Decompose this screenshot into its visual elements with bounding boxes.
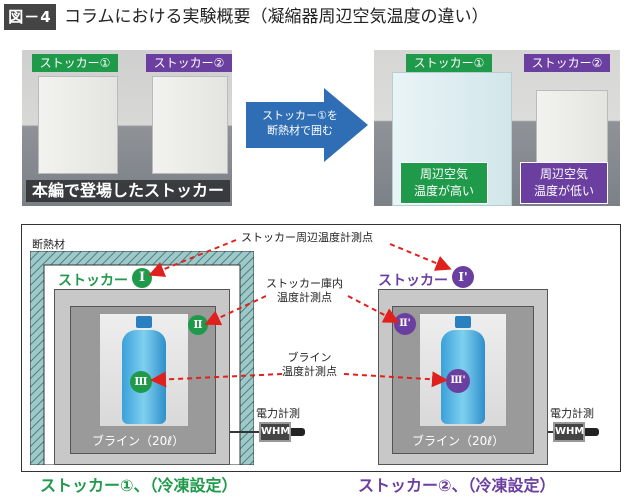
transition-arrow-icon [246, 88, 368, 162]
power-label-left: 電力計測 [256, 407, 300, 420]
ambient-measure-point-label: ストッカー周辺温度計測点 [238, 231, 376, 245]
arrow-text-line2: 断熱材で囲む [267, 124, 333, 137]
badge-I: Ⅰ [132, 268, 152, 288]
schematic-diagram-frame [21, 224, 621, 472]
brine-label-line1: ブライン [287, 351, 332, 364]
interior-label-line1: ストッカー庫内 [266, 277, 343, 290]
power-line-right [548, 431, 554, 433]
arrow-to-badge-II [204, 295, 267, 326]
temp-high-line2: 温度が高い [413, 184, 474, 198]
arrow-to-badge-III-prime [343, 371, 448, 388]
stocker1-name: ストッカー [58, 273, 128, 289]
plug-icon-right [585, 428, 599, 436]
arrow-text-line1: ストッカー①を [262, 109, 338, 122]
arrow-to-badge-I [148, 239, 237, 277]
photo-caption: 本編で登場したストッカー [26, 180, 231, 202]
bottle-cap-icon [136, 316, 152, 328]
brine-measure-point-label: ブライン 温度計測点 [282, 351, 337, 379]
temp-high-line1: 周辺空気 [419, 167, 468, 181]
stocker2-fridge-photo [152, 76, 228, 174]
arrow-to-badge-I-prime [389, 243, 452, 271]
power-line-left [230, 431, 260, 433]
figure-number-label: 図－4 [4, 4, 56, 30]
badge-III-prime: Ⅲ' [446, 369, 470, 393]
badge-III: Ⅲ [130, 371, 152, 393]
stocker2-tag-right: ストッカー② [524, 54, 610, 72]
interior-measure-point-label: ストッカー庫内 温度計測点 [266, 277, 343, 305]
photo-original-stockers: ストッカー① ストッカー② 本編で登場したストッカー [22, 50, 232, 206]
temp-low-line1: 周辺空気 [539, 167, 588, 181]
stocker1-tag-right: ストッカー① [406, 54, 492, 72]
figure-title: コラムにおける実験概要（凝縮器周辺空気温度の違い） [64, 7, 489, 27]
temp-low-line2: 温度が低い [533, 184, 594, 198]
temp-low-label: 周辺空気 温度が低い [520, 162, 608, 204]
stocker2-name: ストッカー [378, 273, 448, 289]
stocker1-brine-bottle-photo [100, 314, 188, 426]
interior-label-line2: 温度計測点 [277, 291, 332, 304]
stocker1-brine-caption: ブライン（20ℓ） [92, 434, 185, 448]
stocker2-tag: ストッカー② [146, 54, 232, 72]
transition-arrow-text: ストッカー①を 断熱材で囲む [252, 108, 348, 138]
stocker1-tag: ストッカー① [32, 54, 118, 72]
stocker2-bottom-label: ストッカー②、（冷凍設定） [358, 476, 556, 495]
temp-high-label: 周辺空気 温度が高い [400, 162, 488, 204]
arrow-to-badge-III [150, 371, 283, 388]
plug-icon-left [291, 428, 305, 436]
stocker1-bottom-label: ストッカー①、（冷凍設定） [40, 476, 238, 495]
bottle-cap-icon [455, 316, 471, 328]
stocker2-brine-caption: ブライン（20ℓ） [412, 434, 505, 448]
badge-II: Ⅱ [188, 315, 208, 335]
power-label-right: 電力計測 [550, 407, 594, 420]
stocker1-fridge-photo [38, 76, 118, 174]
whm-meter-right: WHM [553, 422, 585, 442]
photo-insulated-setup: ストッカー① ストッカー② 周辺空気 温度が高い 周辺空気 温度が低い [374, 50, 620, 206]
badge-I-prime: Ⅰ' [452, 266, 474, 288]
insulation-label: 断熱材 [32, 238, 65, 251]
brine-label-line2: 温度計測点 [282, 365, 337, 378]
arrow-to-badge-II-prime [347, 295, 400, 323]
stocker2-fridge-photo-right [536, 90, 608, 176]
whm-meter-left: WHM [259, 422, 291, 442]
